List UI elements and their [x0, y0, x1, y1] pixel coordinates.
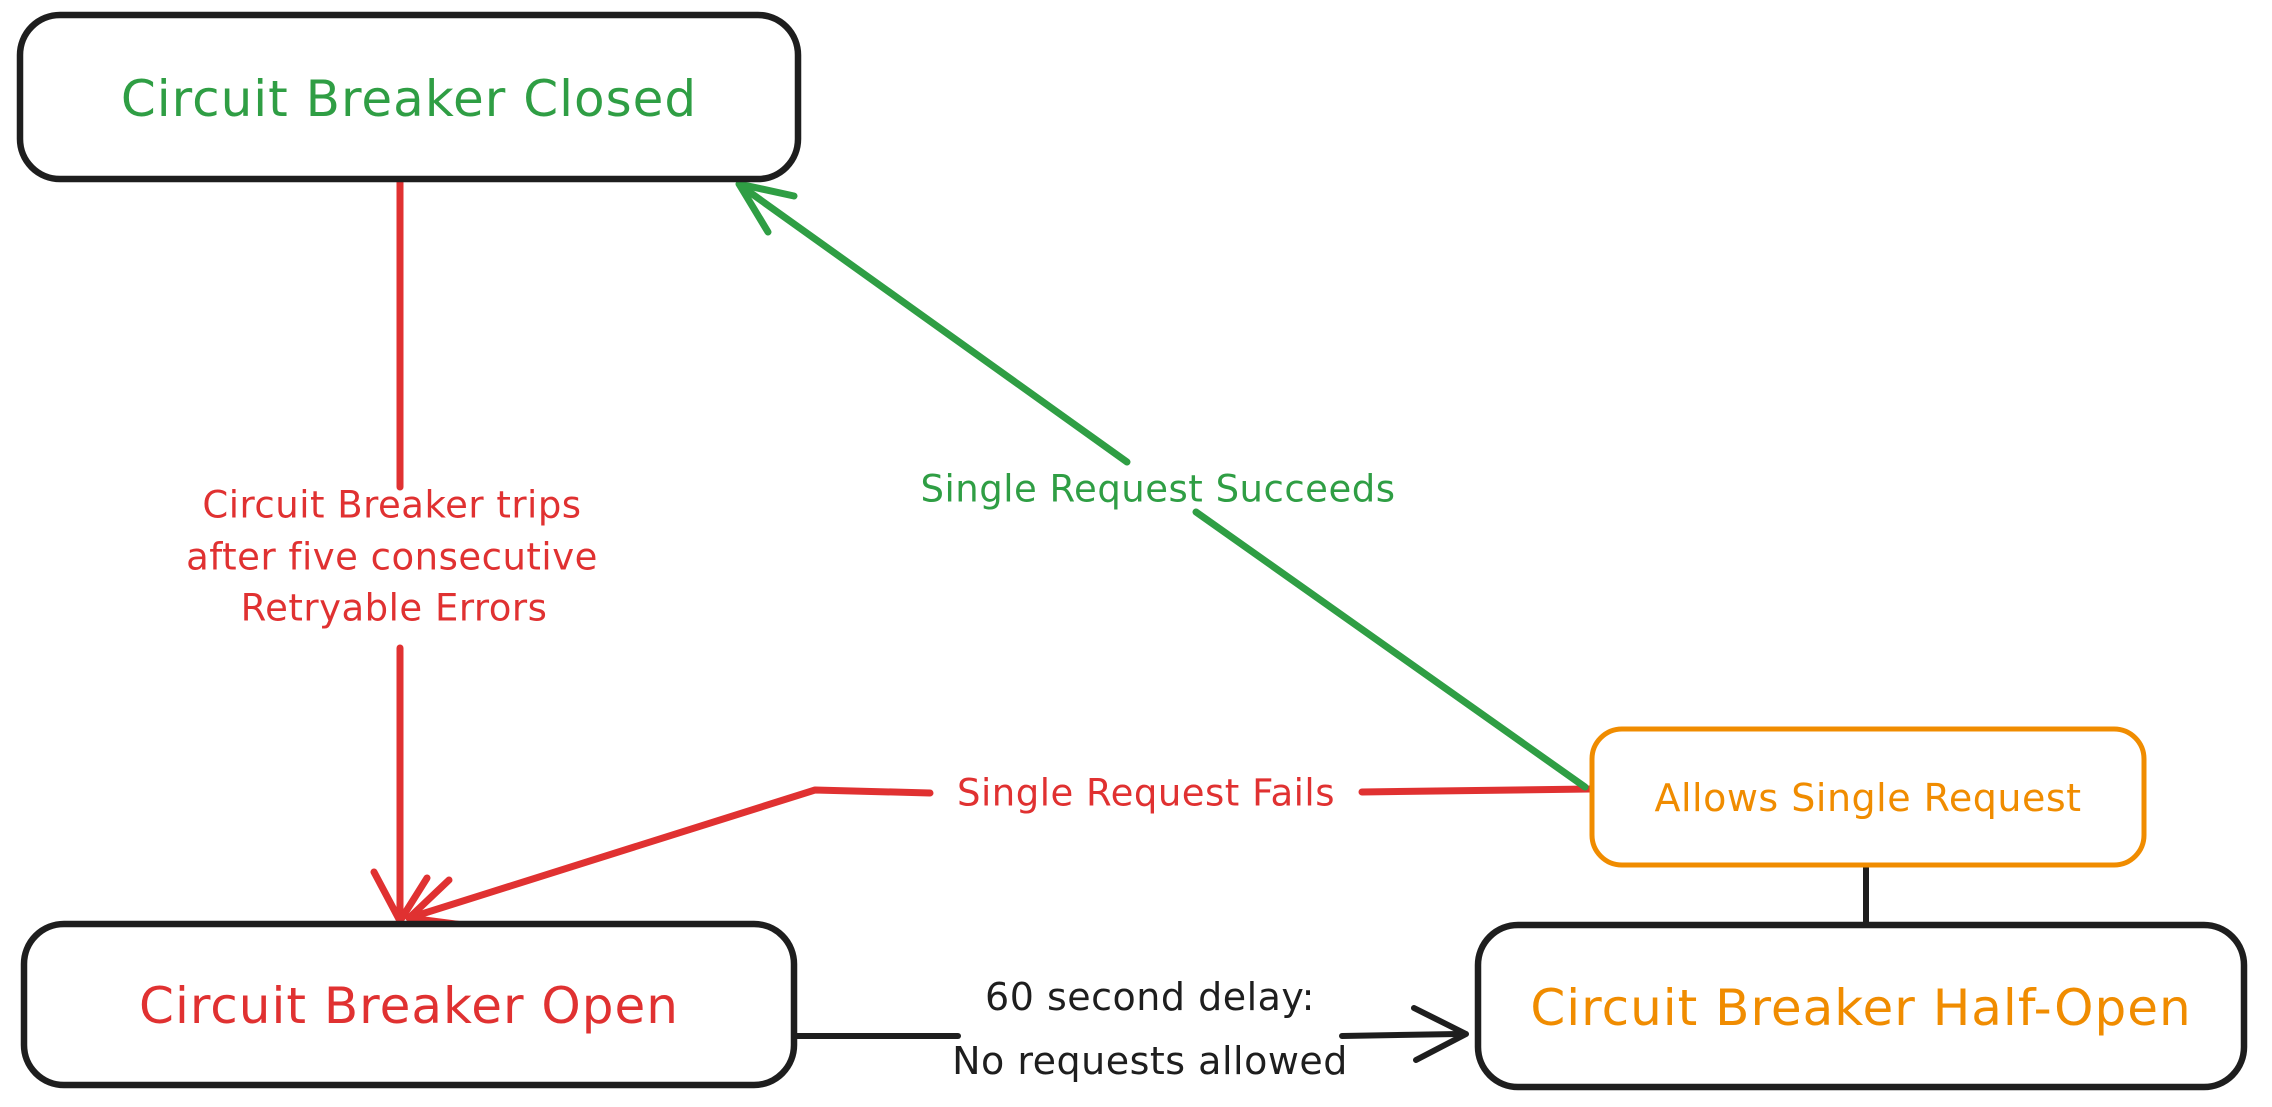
edge-single-request-succeeds-line-lower [1192, 508, 1589, 791]
node-circuit-breaker-open-box [20, 920, 798, 1089]
edge-delay-arrowhead [1411, 1005, 1469, 1063]
node-circuit-breaker-closed: Circuit Breaker Closed [16, 11, 802, 183]
edge-delay-label-line-1: 60 second delay: [985, 975, 1315, 1019]
edge-trips-label: Circuit Breaker trips after five consecu… [186, 484, 598, 630]
node-circuit-breaker-closed-box [16, 11, 802, 183]
edge-trips-label-line-2: after five consecutive [186, 536, 598, 579]
node-circuit-breaker-half-open: Circuit Breaker Half-Open [1474, 921, 2248, 1091]
edge-single-request-succeeds-label: Single Request Succeeds [921, 468, 1396, 511]
edge-trips-arrowhead [370, 868, 431, 925]
edge-delay-label: 60 second delay: No requests allowed [952, 975, 1348, 1083]
edge-single-request-fails-line-right [1358, 785, 1594, 796]
node-circuit-breaker-half-open-box [1474, 921, 2248, 1091]
edge-trips-label-line-1: Circuit Breaker trips [202, 484, 581, 527]
edge-delay-line-right [1339, 1031, 1461, 1039]
node-circuit-breaker-half-open-label: Circuit Breaker Half-Open [1530, 979, 2191, 1037]
node-allows-single-request: Allows Single Request [1589, 726, 2147, 868]
node-allows-single-request-box [1589, 726, 2147, 868]
edge-single-request-succeeds [735, 180, 1589, 791]
edge-delay-label-line-2: No requests allowed [952, 1039, 1348, 1083]
edge-delay [793, 1005, 1469, 1063]
edge-single-request-fails-label: Single Request Fails [957, 772, 1335, 815]
node-allows-single-request-label: Allows Single Request [1654, 776, 2081, 820]
edge-single-request-succeeds-line-upper [737, 182, 1131, 466]
edge-trips-label-line-3: Retryable Errors [241, 587, 548, 630]
node-circuit-breaker-open: Circuit Breaker Open [20, 920, 798, 1089]
edge-single-request-fails-line-left [405, 786, 934, 922]
edge-trips [370, 177, 431, 925]
node-circuit-breaker-closed-label: Circuit Breaker Closed [121, 70, 697, 128]
node-circuit-breaker-open-label: Circuit Breaker Open [139, 977, 679, 1035]
edge-single-request-succeeds-arrowhead [735, 180, 798, 236]
